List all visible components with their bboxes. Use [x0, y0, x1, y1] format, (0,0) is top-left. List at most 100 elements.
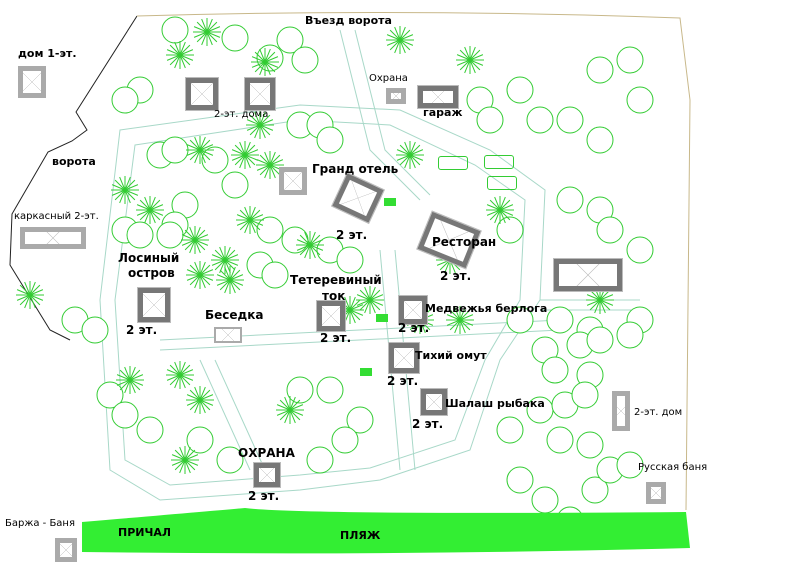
tree	[526, 106, 554, 134]
label-guard-top: Охрана	[369, 73, 408, 84]
conifer-tree	[396, 141, 424, 169]
building-house-1floor[interactable]	[18, 66, 46, 98]
tree	[316, 126, 344, 154]
building-barge-bath[interactable]	[55, 538, 77, 562]
tree	[126, 221, 154, 249]
label-barge-bath: Баржа - Баня	[5, 518, 75, 529]
label-house-1floor: дом 1-эт.	[18, 47, 77, 60]
tree	[281, 226, 309, 254]
tree	[496, 416, 524, 444]
tree	[306, 446, 334, 474]
tree	[506, 466, 534, 494]
tree	[586, 126, 614, 154]
conifer-tree	[256, 151, 284, 179]
tree	[221, 24, 249, 52]
label-beach: ПЛЯЖ	[340, 529, 381, 542]
conifer-tree	[246, 111, 274, 139]
building-unlabeled[interactable]	[279, 167, 307, 195]
tree	[201, 146, 229, 174]
tree	[161, 16, 189, 44]
building-2floor-house[interactable]	[185, 77, 219, 111]
conifer-tree	[446, 306, 474, 334]
label-floors: 2 эт.	[320, 331, 352, 345]
label-floors: 2 эт.	[126, 323, 158, 337]
building-guard-bottom[interactable]	[253, 462, 281, 488]
tree	[346, 406, 374, 434]
conifer-tree	[486, 196, 514, 224]
building-fisher-hut[interactable]	[420, 388, 448, 416]
building-grouse[interactable]	[316, 300, 346, 332]
label-moose-island: Лосиный	[118, 251, 180, 265]
tree	[616, 451, 644, 479]
tree	[581, 476, 609, 504]
label-floors: 2 эт.	[336, 228, 368, 242]
tree	[286, 376, 314, 404]
tree	[546, 426, 574, 454]
building-house-2floor[interactable]	[612, 391, 630, 431]
tree	[331, 426, 359, 454]
conifer-tree	[231, 141, 259, 169]
tree	[216, 446, 244, 474]
building-russian-bath[interactable]	[646, 482, 666, 504]
conifer-tree	[586, 286, 614, 314]
beach-strip	[82, 508, 690, 554]
building-large-east[interactable]	[553, 258, 623, 292]
label-gazebo: Беседка	[205, 308, 264, 322]
tree	[586, 326, 614, 354]
label-floors: 2 эт.	[398, 321, 430, 335]
label-entrance-gate: Въезд ворота	[305, 14, 392, 27]
conifer-tree	[186, 261, 214, 289]
building-bear-den[interactable]	[398, 295, 428, 325]
conifer-tree	[186, 136, 214, 164]
label-floors: 2 эт.	[387, 374, 419, 388]
tree	[276, 26, 304, 54]
tree	[96, 381, 124, 409]
trees	[16, 16, 654, 534]
parked-car	[438, 156, 468, 170]
tree	[476, 106, 504, 134]
tree	[531, 486, 559, 514]
tree	[616, 46, 644, 74]
conifer-tree	[276, 396, 304, 424]
building-gazebo[interactable]	[214, 327, 242, 343]
tree	[616, 321, 644, 349]
conifer-tree	[251, 48, 279, 76]
tree	[496, 216, 524, 244]
conifer-tree	[336, 296, 364, 324]
building-guard-top[interactable]	[386, 88, 406, 104]
tree	[541, 356, 569, 384]
building-quiet-pool[interactable]	[388, 342, 420, 374]
label-floors: 2 эт.	[440, 269, 472, 283]
building-moose-island[interactable]	[137, 287, 171, 323]
building-2floor-house[interactable]	[244, 77, 276, 111]
label-gate: ворота	[52, 155, 96, 168]
tree	[186, 426, 214, 454]
conifer-tree	[166, 41, 194, 69]
conifer-tree	[296, 231, 324, 259]
conifer-tree	[186, 386, 214, 414]
label-quiet-pool: Тихий омут	[415, 349, 487, 362]
tree	[136, 416, 164, 444]
tree	[316, 376, 344, 404]
conifer-tree	[171, 446, 199, 474]
label-house-2floor: 2-эт. дом	[634, 407, 683, 418]
tree	[506, 76, 534, 104]
tree	[156, 221, 184, 249]
tree	[546, 306, 574, 334]
building-frame-2floor[interactable]	[20, 227, 86, 249]
tree	[571, 381, 599, 409]
label-pier: ПРИЧАЛ	[118, 526, 172, 539]
label-bear-den: Медвежья берлога	[425, 302, 548, 315]
label-guard-bottom: ОХРАНА	[238, 446, 295, 460]
tree	[506, 306, 534, 334]
label-fisher-hut: Шалаш рыбака	[445, 397, 545, 410]
tree	[221, 171, 249, 199]
tree	[626, 86, 654, 114]
building-garage[interactable]	[417, 85, 459, 109]
conifer-tree	[136, 196, 164, 224]
site-boundary	[9, 11, 691, 511]
conifer-tree	[116, 366, 144, 394]
conifer-tree	[16, 281, 44, 309]
label-floors: 2 эт.	[412, 417, 444, 431]
